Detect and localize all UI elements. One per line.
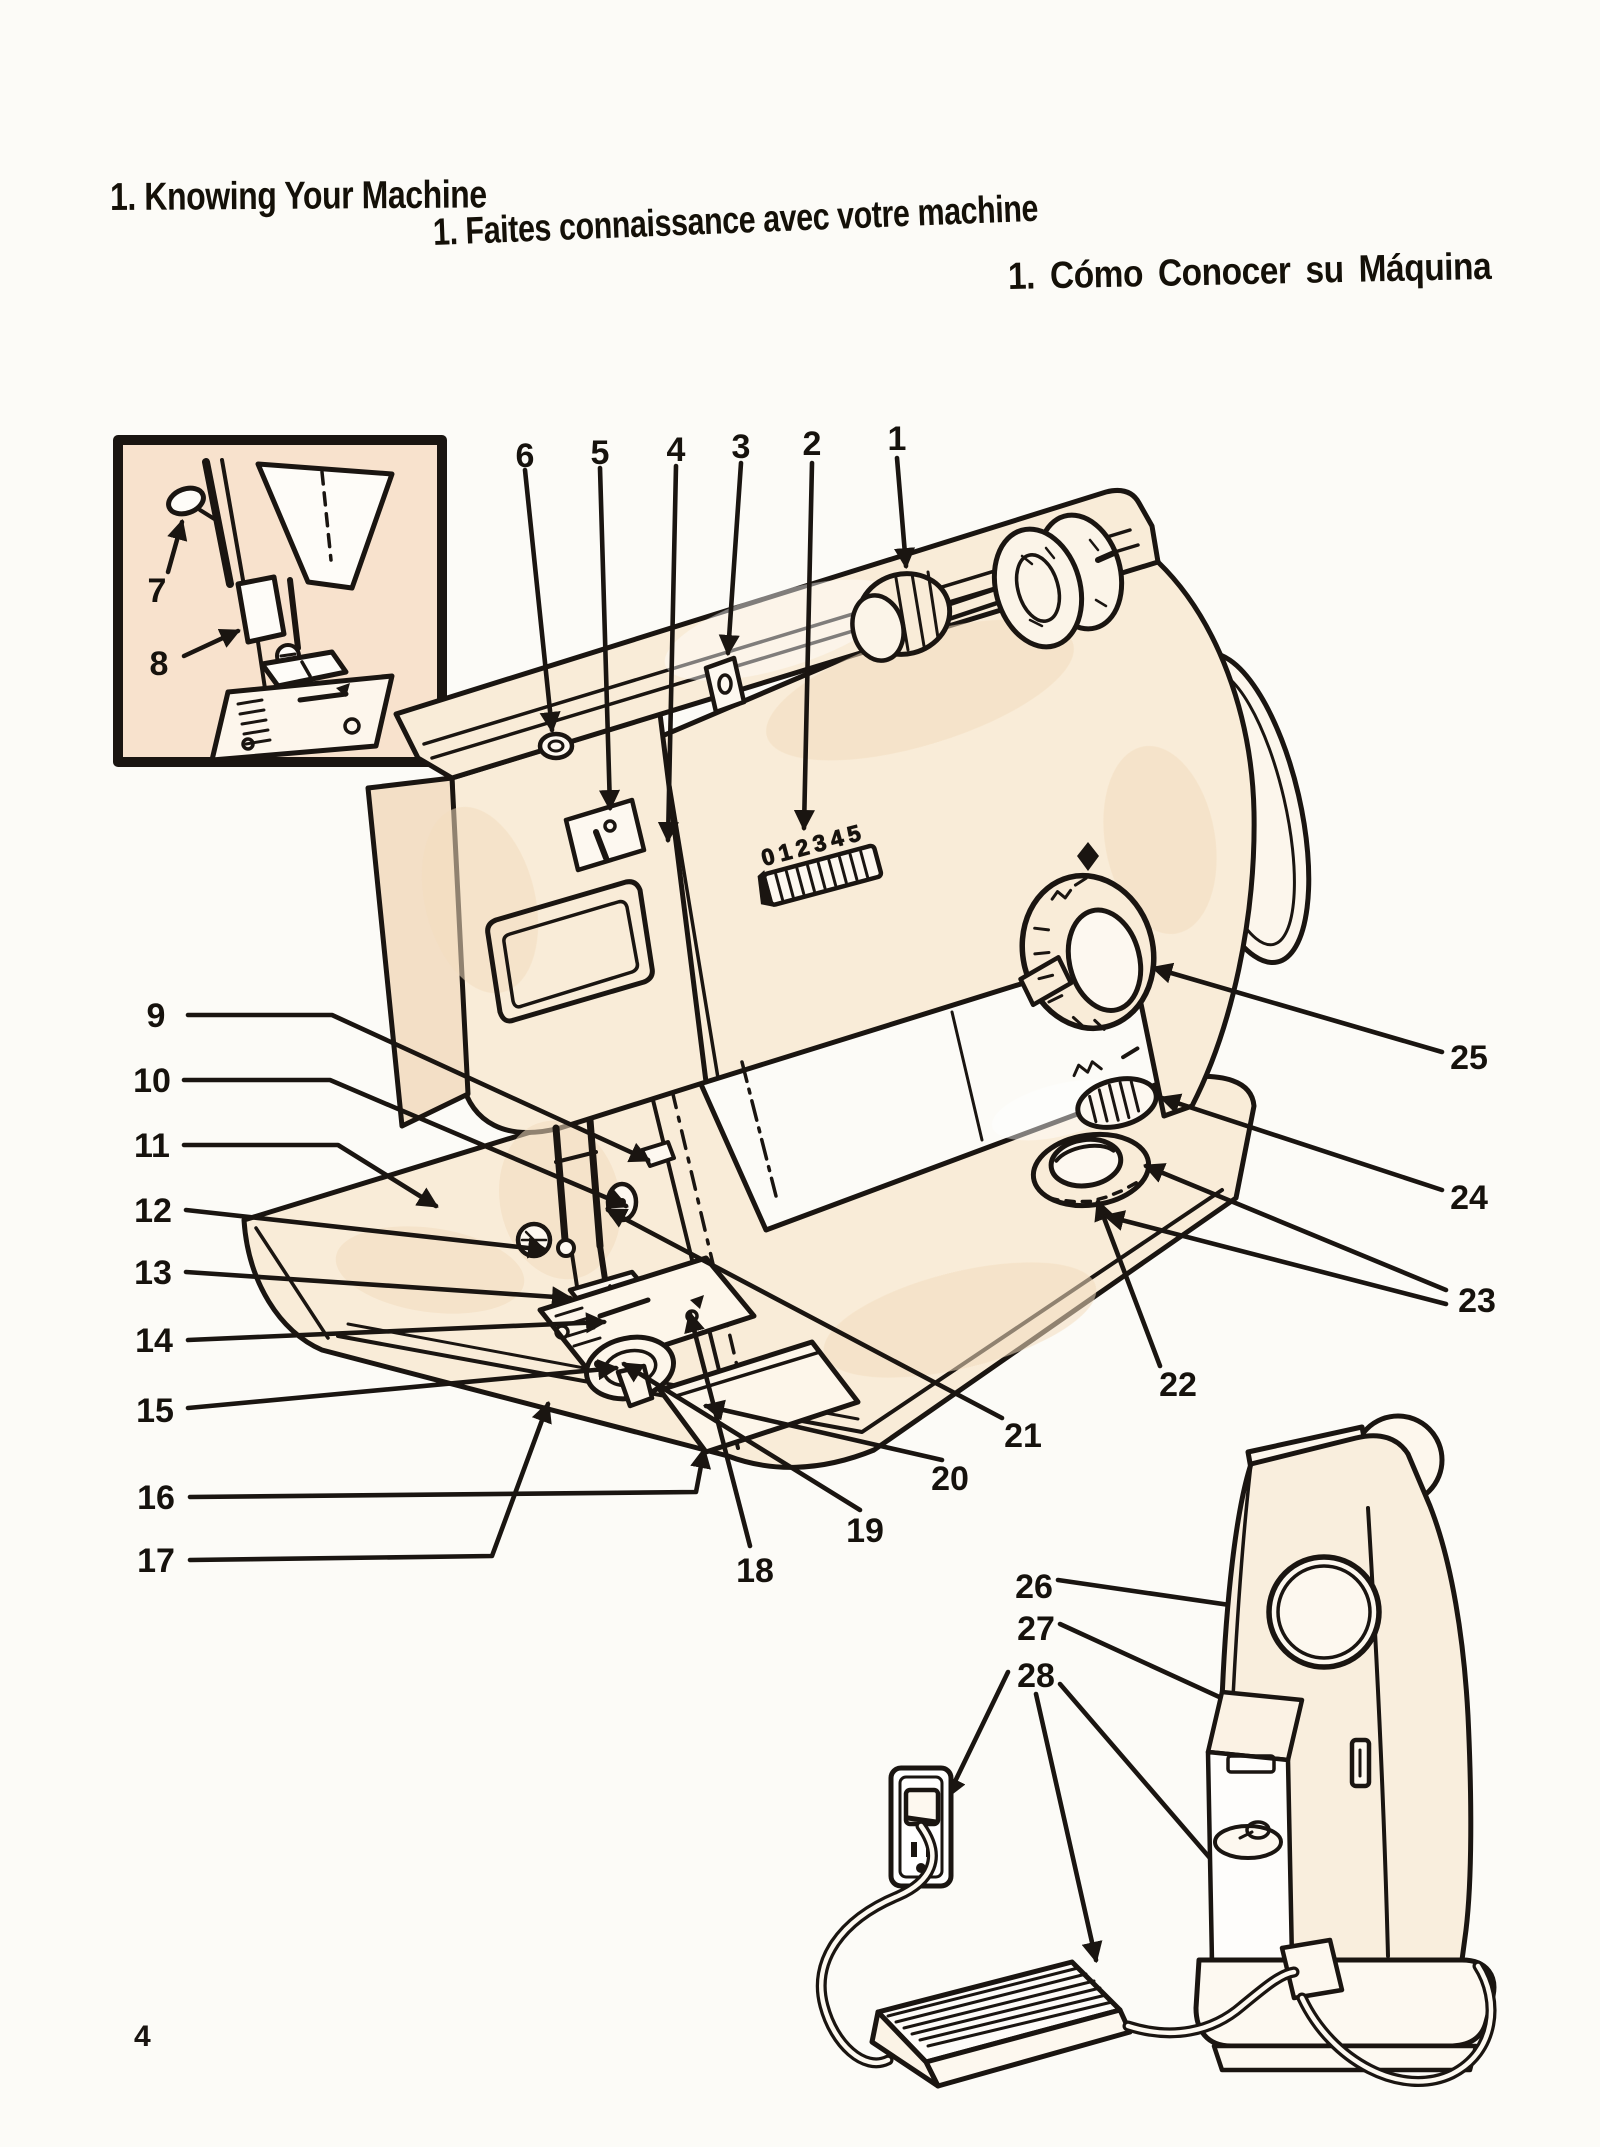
leader-15 xyxy=(185,1359,620,1411)
leader-1 xyxy=(893,455,916,570)
spool-assembly xyxy=(850,512,1125,663)
pattern-selector-dial xyxy=(1018,872,1157,1032)
stitch-width-dial xyxy=(1030,1131,1152,1209)
callout-14: 14 xyxy=(135,1322,173,1360)
callout-26: 26 xyxy=(1015,1568,1053,1606)
leader-7 xyxy=(165,519,188,575)
leader-18 xyxy=(684,1310,753,1549)
leader-25 xyxy=(1150,962,1445,1055)
leader-16 xyxy=(187,1446,712,1500)
leader-19 xyxy=(621,1361,863,1513)
callout-2: 2 xyxy=(803,425,822,463)
case-and-power-illustration xyxy=(815,1413,1497,2089)
callout-18: 18 xyxy=(736,1552,774,1590)
callout-10: 10 xyxy=(133,1062,171,1100)
leader-4 xyxy=(657,463,679,844)
reverse-button xyxy=(1072,1046,1159,1130)
leader-12 xyxy=(183,1207,550,1259)
needle-plate xyxy=(537,1255,757,1373)
callout-24: 24 xyxy=(1450,1179,1488,1217)
callout-23: 23 xyxy=(1458,1282,1496,1320)
leader-24 xyxy=(1158,1093,1445,1193)
callout-13: 13 xyxy=(134,1254,172,1292)
callout-21: 21 xyxy=(1004,1417,1042,1455)
callout-1: 1 xyxy=(888,420,907,458)
callout-9: 9 xyxy=(147,997,166,1035)
leader-lines xyxy=(181,455,1449,1964)
thread-guide xyxy=(703,655,747,715)
page-number: 4 xyxy=(134,2020,151,2053)
main-machine-illustration: 012345 xyxy=(241,487,1312,1470)
callout-17: 17 xyxy=(137,1542,175,1580)
inset-needle-detail xyxy=(113,435,447,767)
leader-8 xyxy=(181,628,241,659)
inset-thread-guide xyxy=(166,485,206,517)
leader-17 xyxy=(187,1401,552,1563)
callout-numbers: 1 2 3 4 5 6 7 8 9 10 11 12 13 14 15 16 1… xyxy=(133,420,1496,1695)
callout-11: 11 xyxy=(134,1127,170,1165)
leader-20 xyxy=(702,1399,945,1463)
leader-10 xyxy=(181,1077,629,1209)
callout-27: 27 xyxy=(1017,1610,1055,1648)
inset-needle-clamp xyxy=(235,574,287,645)
foot-controller xyxy=(869,1959,1133,2089)
callout-16: 16 xyxy=(137,1479,175,1517)
hand-wheel-recess xyxy=(1266,1554,1382,1670)
leader-23b xyxy=(1102,1210,1449,1307)
dial-index-diamond xyxy=(1077,842,1099,871)
leader-5 xyxy=(597,465,621,812)
leader-2 xyxy=(793,460,815,832)
callout-15: 15 xyxy=(136,1392,174,1430)
leader-23a xyxy=(1143,1163,1449,1293)
leader-28a xyxy=(945,1669,1011,1799)
callout-5: 5 xyxy=(591,434,610,472)
leader-6 xyxy=(522,467,561,734)
leader-14 xyxy=(185,1312,608,1343)
callout-28: 28 xyxy=(1017,1657,1055,1695)
callout-22: 22 xyxy=(1159,1366,1197,1404)
callout-25: 25 xyxy=(1450,1039,1488,1077)
callout-3: 3 xyxy=(732,428,751,466)
spool-pin-cap xyxy=(537,731,575,761)
leader-9 xyxy=(185,1012,651,1163)
cord-connector xyxy=(1279,1937,1345,2001)
callout-19: 19 xyxy=(846,1512,884,1550)
power-cords xyxy=(815,1820,1497,2087)
callout-20: 20 xyxy=(931,1460,969,1498)
callout-12: 12 xyxy=(134,1192,172,1230)
slide-plate xyxy=(657,1339,861,1455)
leader-3 xyxy=(718,460,744,657)
leader-13 xyxy=(183,1269,574,1308)
machine-bed xyxy=(241,1073,1257,1470)
leader-11 xyxy=(181,1142,439,1209)
leader-28b xyxy=(1033,1691,1103,1964)
leader-21 xyxy=(605,1207,1005,1421)
callout-7: 7 xyxy=(148,572,167,610)
callout-6: 6 xyxy=(516,437,535,475)
machine-body xyxy=(645,525,1257,1119)
inset-needle-plate xyxy=(209,673,395,763)
callout-8: 8 xyxy=(150,645,169,683)
callout-4: 4 xyxy=(667,431,686,469)
